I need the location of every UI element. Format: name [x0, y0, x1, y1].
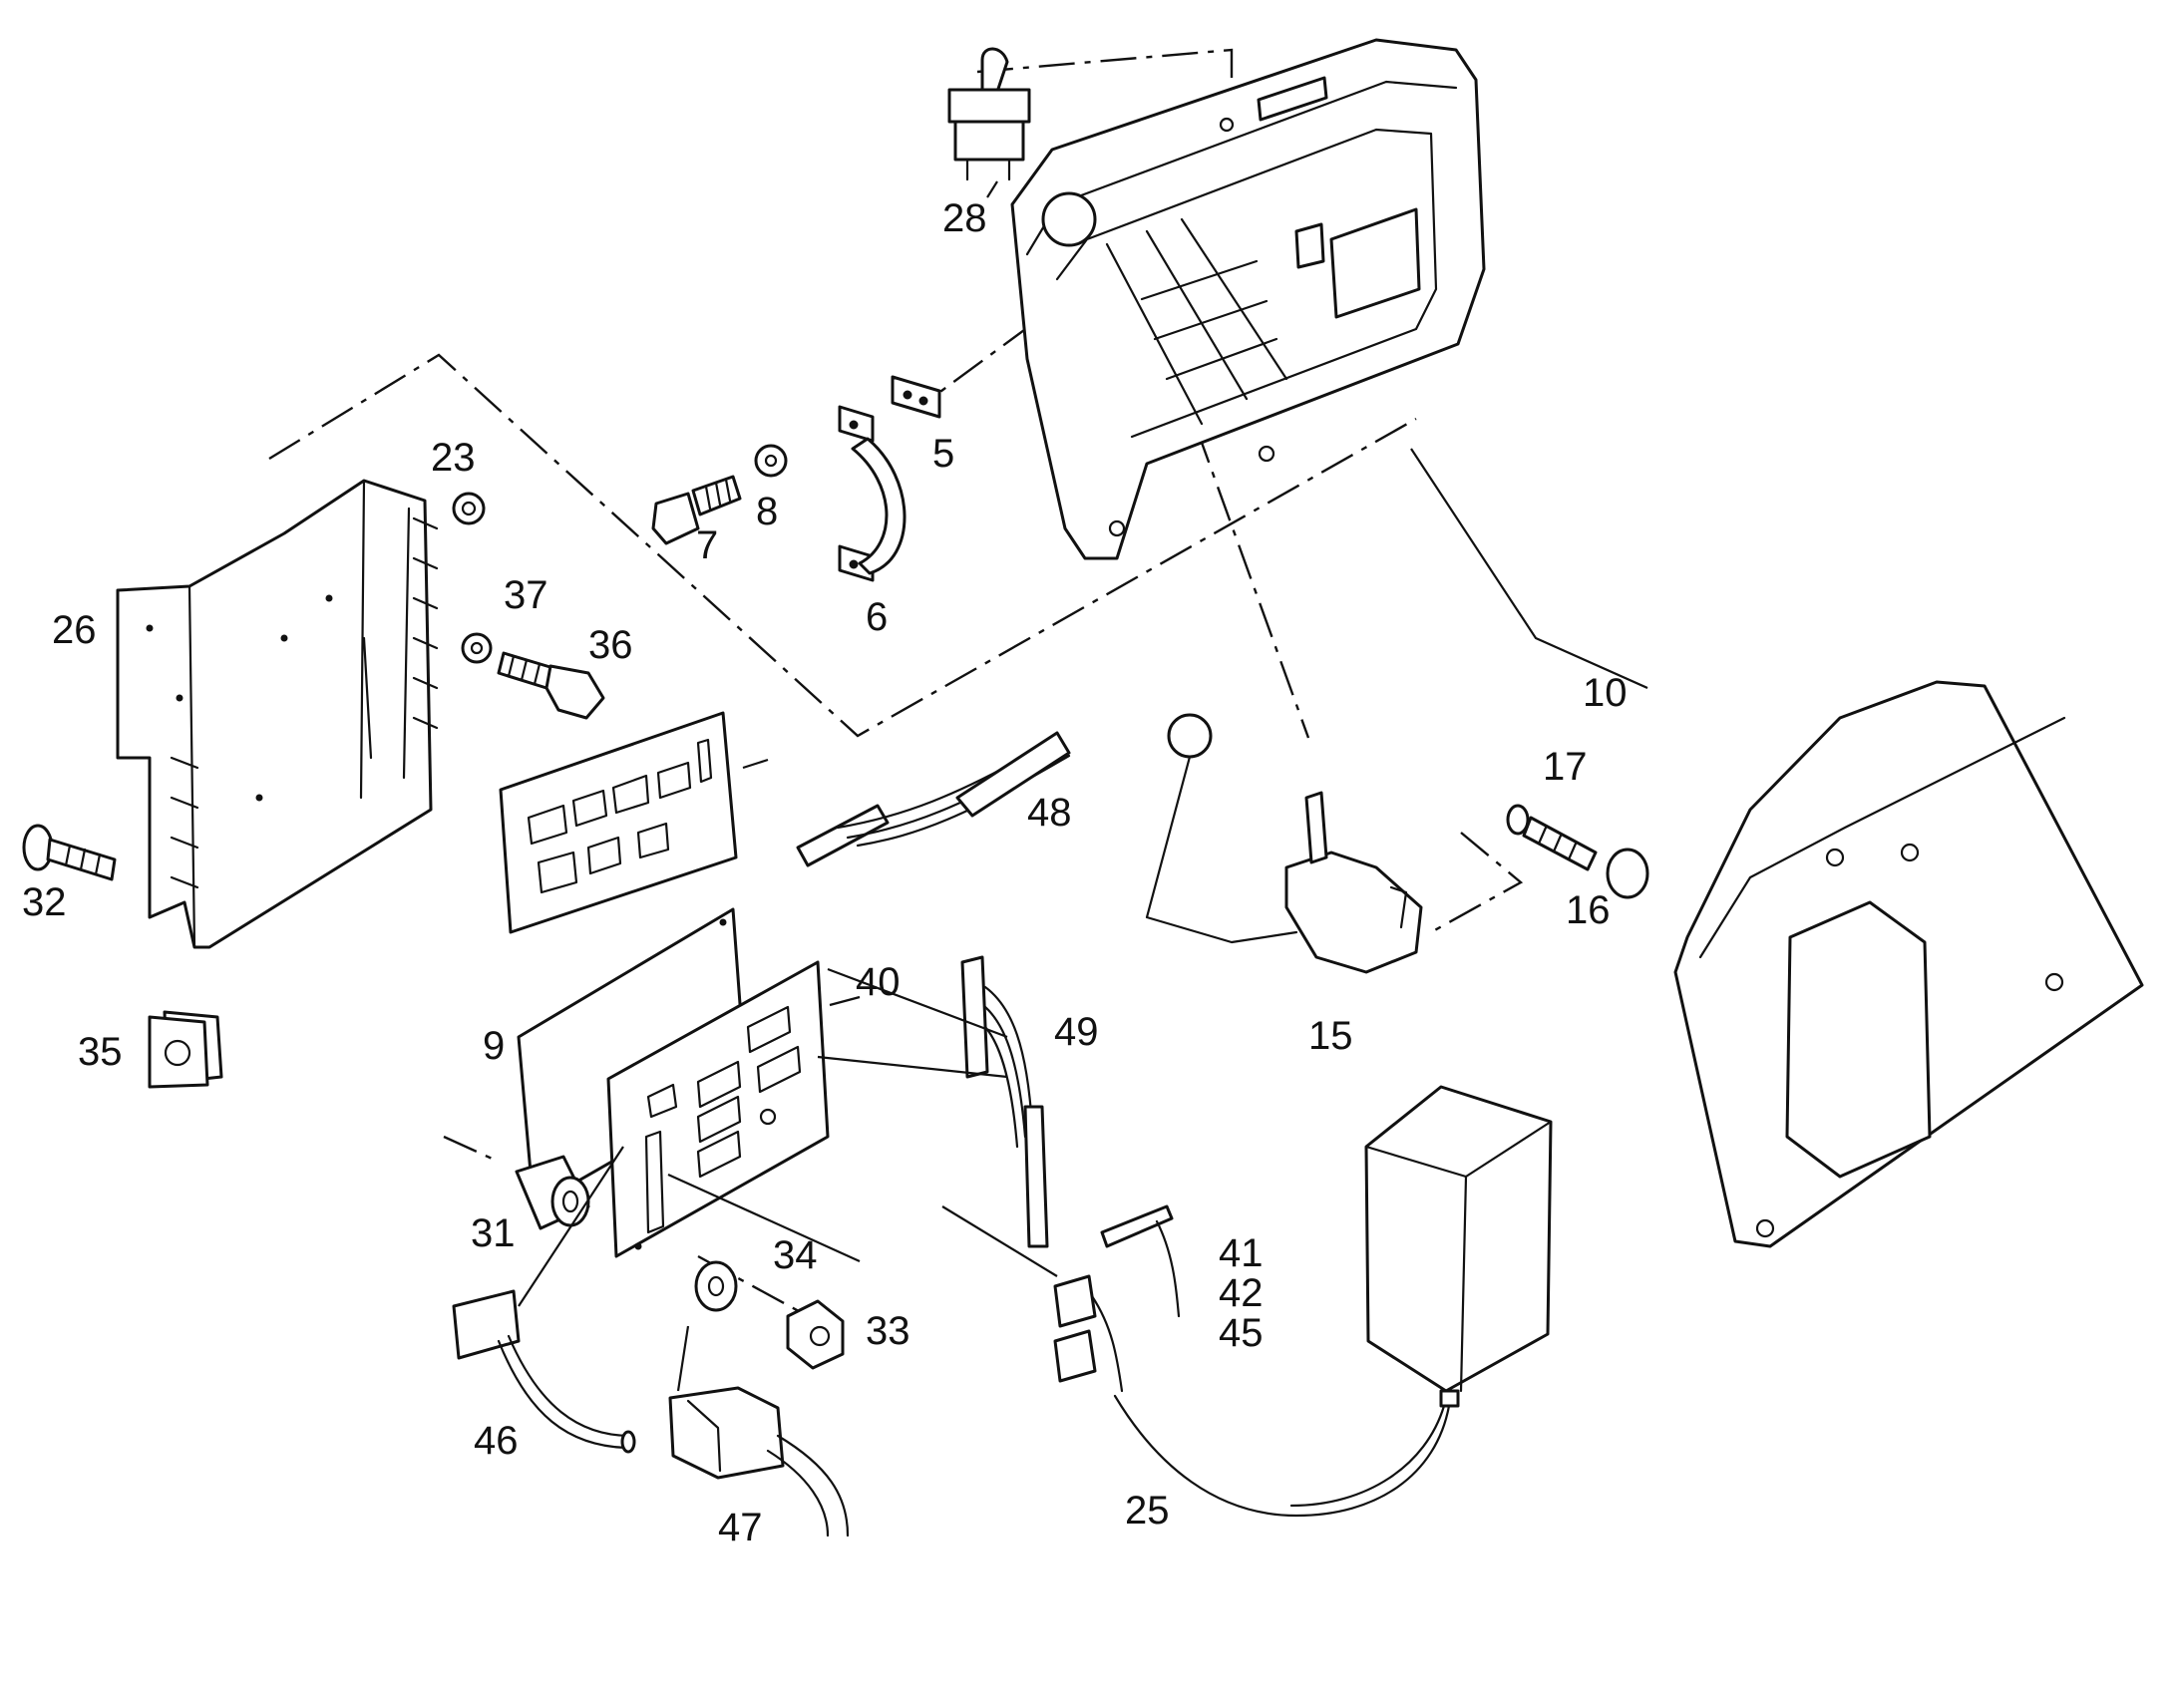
label-7: 7	[696, 523, 718, 567]
label-46: 46	[474, 1419, 519, 1463]
leader-lines	[518, 180, 1648, 1392]
label-26: 26	[52, 608, 97, 652]
label-41: 41	[1219, 1231, 1264, 1275]
wire-harness-48	[796, 731, 1071, 867]
connector-47	[668, 1386, 850, 1537]
bolt-36	[497, 651, 605, 720]
label-35: 35	[78, 1030, 123, 1074]
label-49: 49	[1054, 1010, 1099, 1054]
label-5: 5	[932, 432, 954, 476]
toggle-switch-28	[947, 47, 1031, 181]
screw-16	[1522, 816, 1649, 899]
connector-41-42-45	[1100, 1204, 1181, 1318]
washer-8	[754, 444, 788, 478]
wire-harness-46	[452, 1289, 636, 1454]
washer-37	[461, 632, 493, 664]
cover-plate	[1673, 680, 2144, 1248]
label-34: 34	[773, 1233, 818, 1277]
label-32: 32	[22, 880, 67, 924]
label-23: 23	[431, 436, 476, 480]
nut-33	[786, 1299, 845, 1370]
label-31: 31	[471, 1211, 516, 1255]
label-28: 28	[942, 196, 987, 240]
label-33: 33	[866, 1309, 910, 1353]
washer-23	[452, 492, 486, 525]
screw-32	[22, 824, 117, 881]
label-6: 6	[866, 595, 888, 639]
circuit-board-40	[606, 960, 830, 1258]
mounting-bracket-26	[116, 479, 439, 949]
washer-17	[1506, 804, 1530, 836]
washer-34	[694, 1260, 738, 1312]
upper-circuit-board	[499, 711, 738, 934]
label-15: 15	[1308, 1014, 1353, 1058]
lever-switch-15	[1145, 713, 1423, 974]
battery-pack-25	[1053, 1085, 1553, 1518]
label-42: 42	[1219, 1271, 1264, 1315]
label-37: 37	[504, 573, 548, 617]
label-36: 36	[588, 623, 633, 667]
label-10: 10	[1583, 671, 1628, 715]
label-9: 9	[483, 1024, 505, 1068]
part-number-labels: 5 6 7 8 9 10 15 16 17 23 25 26 28 31 32 …	[22, 196, 1628, 1549]
label-8: 8	[756, 490, 778, 533]
wire-harness-49	[960, 955, 1049, 1248]
label-47: 47	[718, 1506, 763, 1549]
grommet-35	[148, 1010, 223, 1089]
handle-bracket-6	[838, 405, 907, 582]
label-48: 48	[1027, 791, 1072, 835]
clip-5	[891, 375, 941, 419]
screw-7	[651, 475, 742, 545]
label-17: 17	[1543, 745, 1588, 789]
label-16: 16	[1566, 888, 1611, 932]
housing-frame-10	[1010, 38, 1486, 560]
label-25: 25	[1125, 1489, 1170, 1533]
label-45: 45	[1219, 1311, 1264, 1355]
label-40: 40	[856, 960, 901, 1004]
